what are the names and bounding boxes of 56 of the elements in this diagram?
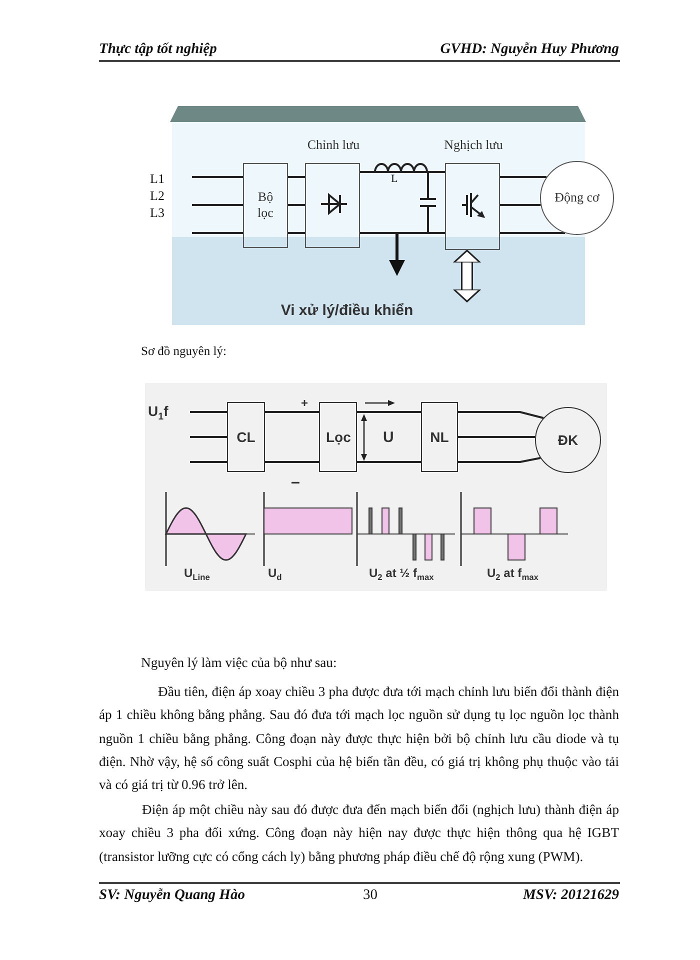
connector-line — [190, 436, 227, 438]
inverter-box — [421, 402, 458, 472]
connector-line — [500, 204, 541, 206]
block-label: CL — [236, 428, 256, 446]
connector-line — [357, 411, 421, 413]
phase-label: L2 — [150, 188, 164, 204]
block-heading: Nghịch lưu — [443, 137, 504, 153]
connector-line — [500, 176, 547, 178]
header-text: Thực tập tốt nghiệp — [99, 41, 217, 58]
phase-label: L1 — [150, 171, 164, 187]
connector-line — [458, 457, 541, 463]
section-caption: Sơ đồ nguyên lý: — [141, 344, 226, 359]
waveform-label: U$_{2}$ at f$_{max}$ — [487, 566, 538, 580]
voltage-label: U — [383, 429, 394, 446]
body-text: Nguyên lý làm việc của bộ như sau: — [141, 655, 337, 671]
filter-box — [319, 402, 357, 472]
waveform-label: U$_{2}$ at ½ f$_{max}$ — [369, 566, 434, 580]
connector-line — [458, 436, 536, 438]
connector-line — [288, 176, 305, 178]
page-number: 30 — [363, 887, 378, 904]
waveform-label: U$_{d}$ — [268, 566, 282, 580]
supply-label: U$_{1}$f — [148, 403, 168, 419]
connector-line — [500, 232, 565, 234]
header-text: GVHD: Nguyễn Huy Phương — [440, 41, 619, 58]
polarity-label: – — [291, 474, 300, 492]
connector-line — [190, 461, 227, 463]
block-label: Bộ lọc — [256, 188, 274, 222]
connector-line — [265, 411, 319, 413]
body-paragraph: Điện áp một chiều này sau đó được đưa đến mạch biến đổi (nghịch lưu) thành điện áp xoay chiều 3 pha đối xứng. Công đoạn này hiện nay được thực hiện thông qua hệ IGBT (transistor lưỡng cực có cổng cách ly) bằng phương pháp điều chế độ rộng xung (PWM). — [99, 801, 619, 866]
connector-line — [192, 232, 243, 234]
connector-line — [190, 411, 227, 413]
block-label: ĐK — [556, 430, 580, 450]
block-heading: Chỉnh lưu — [306, 137, 361, 153]
connector-line — [360, 232, 445, 234]
inductor-label: L — [391, 173, 398, 185]
body-paragraph: Đầu tiên, điện áp xoay chiều 3 pha được đưa tới mạch chỉnh lưu biến đổi thành điện áp 1 chiều không bằng phẳng. Sau đó đưa tới mạch lọc nguồn sử dụng tụ lọc nguồn lọc thành nguồn 1 chiều bằng phẳng. Công đoạn này được thực hiện bởi bộ chỉnh lưu cầu diode và tụ điện. Nhờ vậy, hệ số công suất Cosphi của hệ biến tần đều, có giá trị không phụ thuộc vào tải và có giá trị từ 0.96 trở lên. — [99, 683, 619, 794]
block-label: NL — [429, 428, 450, 446]
connector-line — [192, 176, 243, 178]
block-label: Lọc — [325, 428, 352, 446]
connector-line — [458, 411, 544, 419]
connector-line — [360, 171, 445, 173]
connector-line — [288, 204, 305, 206]
connector-line — [192, 204, 243, 206]
block-label: Động cơ — [554, 190, 600, 206]
connector-line — [265, 461, 319, 463]
filter-box — [243, 163, 288, 248]
connector-line — [357, 461, 421, 463]
polarity-label: + — [301, 396, 308, 410]
connector-line — [288, 232, 305, 234]
double-arrow — [453, 250, 481, 302]
controller-label: Vi xử lý/điều khiển — [280, 302, 414, 319]
phase-label: L3 — [150, 205, 164, 221]
waveform-label: U$_{Line}$ — [184, 566, 210, 580]
rectifier-box — [227, 402, 265, 472]
footer-text: SV: Nguyễn Quang Hào — [99, 887, 245, 904]
footer-text: MSV: 20121629 — [522, 887, 619, 904]
